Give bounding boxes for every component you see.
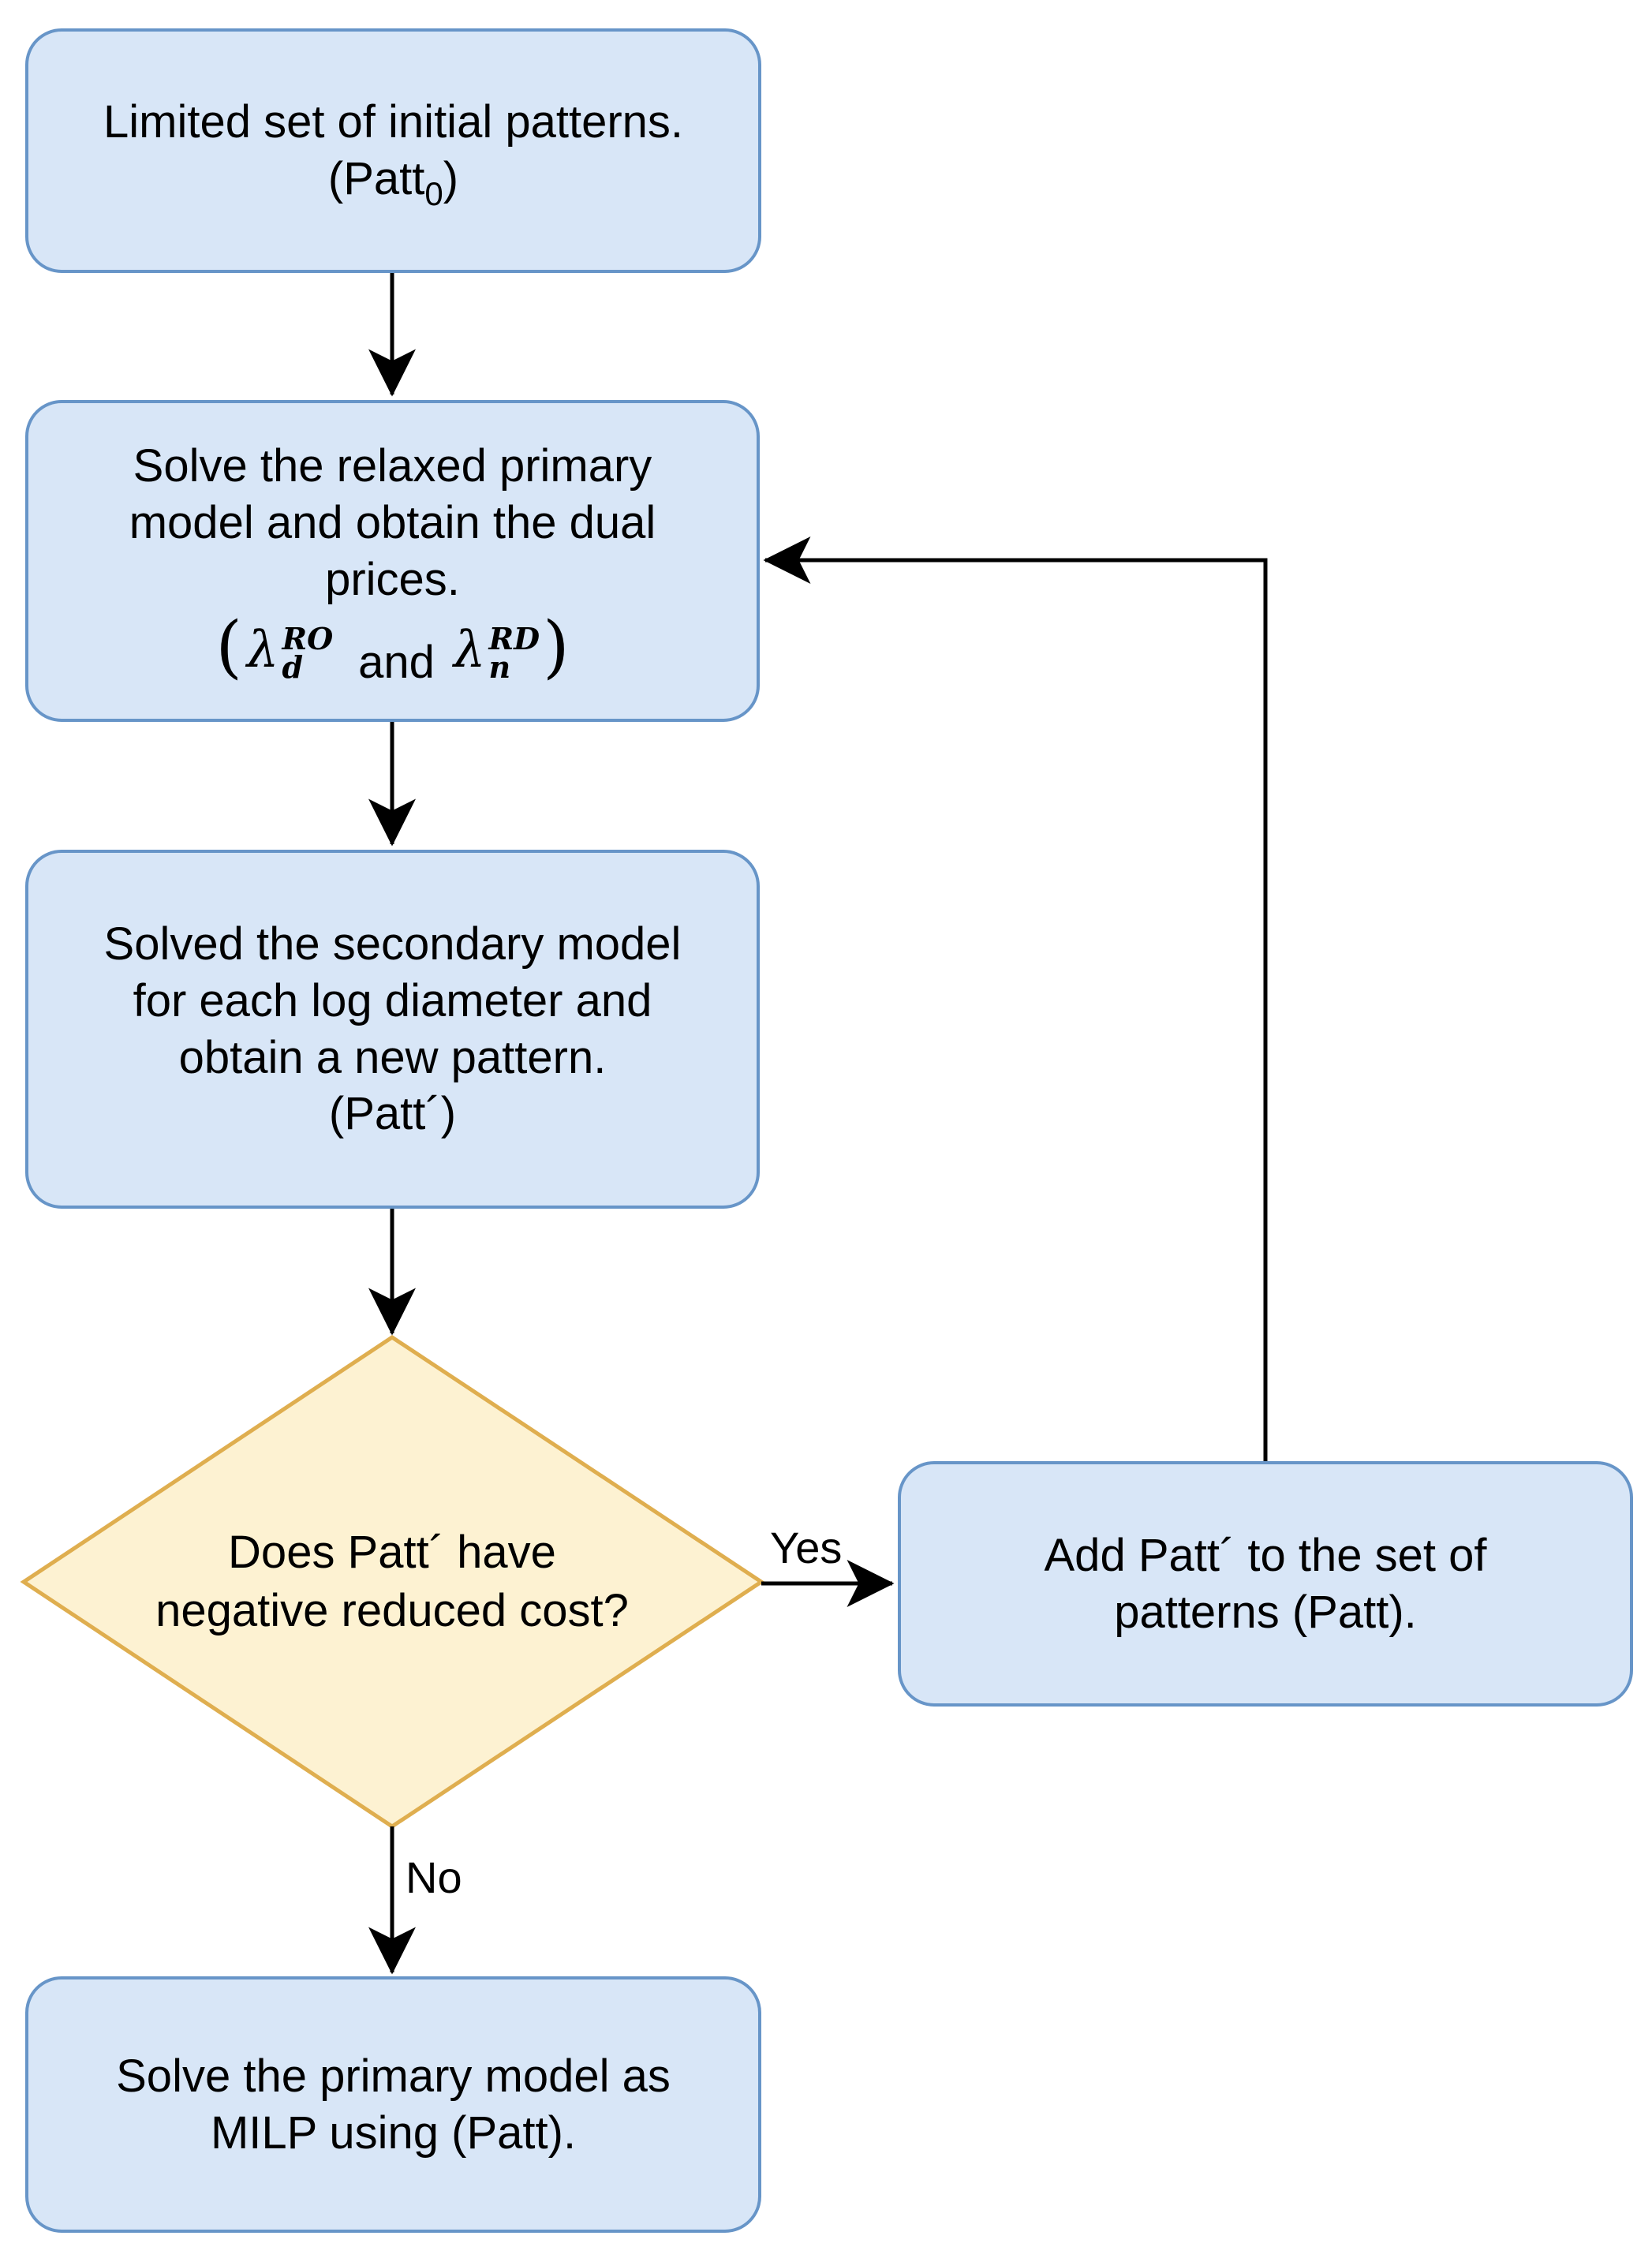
add-pattern-text: Add Patt´ to the set of patterns (Patt). (1044, 1529, 1487, 1638)
patt0-close: ) (443, 153, 459, 204)
formula-sup-RD: RD (488, 620, 540, 656)
edge-label-yes: Yes (770, 1523, 843, 1572)
edge-label-no: No (406, 1852, 462, 1902)
solve-relaxed-text: Solve the relaxed primary model and obta… (129, 440, 656, 605)
formula-and-word: and (358, 636, 435, 688)
node-solve-primary-milp: Solve the primary model as MILP using (P… (25, 1976, 761, 2233)
node-add-pattern-to-set: Add Patt´ to the set of patterns (Patt). (898, 1461, 1633, 1707)
solve-milp-text: Solve the primary model as MILP using (P… (116, 2050, 671, 2159)
formula-open-paren: ( (215, 607, 242, 686)
patt0-open: (Patt (327, 153, 425, 204)
solve-secondary-text: Solved the secondary model for each log … (103, 918, 682, 1140)
initial-patterns-symbol: (Patt0) (327, 151, 459, 212)
node-solve-secondary-model: Solved the secondary model for each log … (25, 850, 760, 1209)
arrow-add-feedback-to-relaxed (763, 536, 1268, 1461)
initial-patterns-text: Limited set of initial patterns. (103, 96, 684, 148)
formula-lambda-1: λ (246, 620, 279, 679)
formula-supsub-1: RO d (282, 620, 334, 685)
node-solve-relaxed-primary: Solve the relaxed primary model and obta… (25, 400, 760, 722)
formula-sub-d: d (282, 649, 304, 685)
formula-close-paren: ) (543, 607, 570, 686)
formula-lambda-2: λ (453, 620, 486, 679)
node-initial-patterns: Limited set of initial patterns. (Patt0) (25, 28, 761, 273)
formula-supsub-2: RD n (488, 620, 540, 685)
patt0-subscript: 0 (424, 175, 443, 212)
decision-negative-reduced-cost: Does Patt´ have negative reduced cost? (155, 1526, 629, 1636)
dual-prices-formula: ( λ RO d and λ RD n ) (215, 607, 570, 688)
formula-sup-RO: RO (282, 620, 334, 656)
formula-sub-n: n (488, 649, 511, 685)
